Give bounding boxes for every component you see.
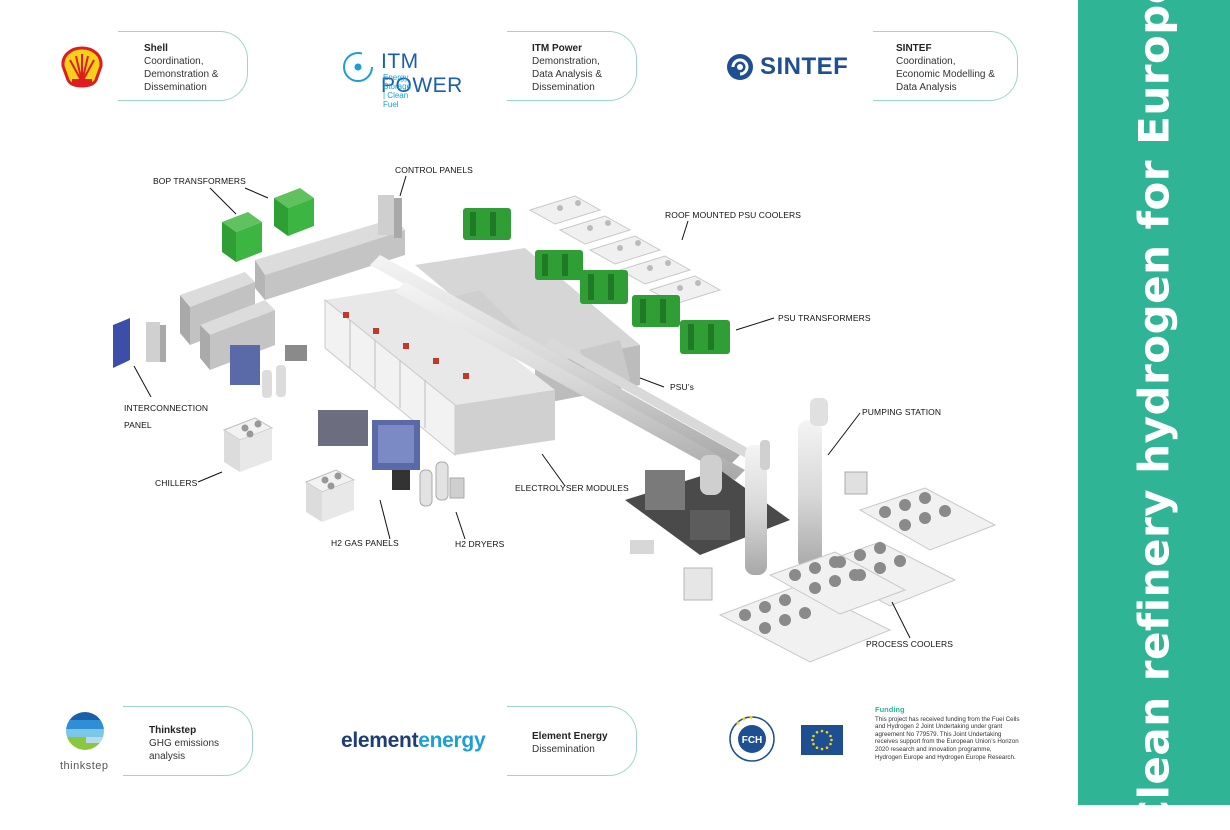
- sintef-role-2: Economic Modelling &: [896, 69, 995, 80]
- plant-diagram: [113, 175, 997, 663]
- h2-gas-panels: [318, 410, 420, 490]
- shell-name: Shell: [144, 43, 168, 54]
- label-process-coolers: PROCESS COOLERS: [866, 639, 953, 649]
- element-role-1: Dissemination: [532, 744, 595, 755]
- itm-logo-icon: [343, 52, 373, 82]
- pumping-station: [625, 398, 828, 601]
- label-chillers: CHILLERS: [155, 478, 198, 488]
- element-card-outline: [507, 706, 637, 776]
- label-h2-dryers: H2 DRYERS: [455, 539, 505, 549]
- fch-logo-text: FCH: [742, 735, 763, 746]
- shell-text: Shell Coordination, Demonstration & Diss…: [144, 42, 254, 94]
- interconnection-panel: [113, 318, 166, 368]
- funding-block: Funding This project has received fundin…: [875, 706, 1020, 761]
- funding-title: Funding: [875, 705, 905, 714]
- label-interconnection-line1: INTERCONNECTION: [124, 403, 209, 413]
- gas-skid-left: [230, 345, 307, 398]
- itm-role-1: Demonstration,: [532, 56, 600, 67]
- label-interconnection-line2: PANEL: [124, 420, 152, 430]
- thinkstep-logo-icon: [66, 712, 104, 750]
- element-text: Element Energy Dissemination: [532, 730, 642, 756]
- label-control-panels: CONTROL PANELS: [395, 165, 473, 175]
- process-coolers: [718, 471, 997, 663]
- itm-role-2: Data Analysis &: [532, 69, 603, 80]
- itm-logo-text: ITM POWER: [381, 50, 463, 97]
- sintef-role-1: Coordination,: [896, 56, 956, 67]
- element-name: Element Energy: [532, 731, 608, 742]
- fch-logo-icon: FCH: [729, 716, 775, 762]
- roof-coolers: [528, 195, 722, 305]
- sintef-logo-text: SINTEF: [760, 53, 849, 80]
- funding-text: This project has received funding from t…: [875, 715, 1020, 761]
- eu-flag-icon: [801, 725, 843, 755]
- chillers: [222, 417, 356, 522]
- itm-name: ITM Power: [532, 43, 583, 54]
- element-logo-part2: energy: [418, 729, 486, 752]
- label-roof-coolers: ROOF MOUNTED PSU COOLERS: [665, 210, 802, 220]
- bop-cabinets: [180, 195, 405, 370]
- label-h2-gas-panels: H2 GAS PANELS: [331, 538, 399, 548]
- leader-lines: [133, 175, 911, 639]
- label-psus: PSU’s: [670, 382, 694, 392]
- thinkstep-card-outline: [123, 706, 253, 776]
- h2-dryers: [419, 461, 465, 507]
- label-electrolyser: ELECTROLYSER MODULES: [515, 483, 629, 493]
- thinkstep-name: Thinkstep: [149, 725, 197, 736]
- sintef-name: SINTEF: [896, 43, 932, 54]
- shell-card-outline: [118, 31, 248, 101]
- element-logo-part1: element: [341, 729, 419, 752]
- element-energy-logo: elementenergy: [341, 729, 486, 753]
- label-psu-transformers: PSU TRANSFORMERS: [778, 313, 871, 323]
- sintef-role-3: Data Analysis: [896, 82, 957, 93]
- shell-role-2: Demonstration &: [144, 69, 219, 80]
- electrolyser-modules: [324, 285, 555, 457]
- itm-role-3: Dissemination: [532, 82, 595, 93]
- sintef-card-outline: [873, 31, 1018, 101]
- sintef-text: SINTEF Coordination, Economic Modelling …: [896, 42, 1016, 94]
- bop-transformers: [222, 188, 314, 262]
- sidebar-banner: Clean refinery hydrogen for Europe: [1078, 0, 1230, 830]
- thinkstep-logo-text: thinkstep: [60, 760, 109, 772]
- shell-role-3: Dissemination: [144, 82, 207, 93]
- itm-text: ITM Power Demonstration, Data Analysis &…: [532, 42, 642, 94]
- label-bop-transformers: BOP TRANSFORMERS: [153, 176, 246, 186]
- thinkstep-role-2: analysis: [149, 751, 186, 762]
- main-pipes: [370, 255, 760, 480]
- itm-logo-subtext: Energy Storage | Clean Fuel: [383, 73, 412, 109]
- thinkstep-text: Thinkstep GHG emissions analysis: [149, 724, 259, 763]
- psu-transformers: [463, 208, 730, 354]
- label-interconnection: INTERCONNECTION PANEL: [124, 400, 208, 434]
- sintef-logo-icon: [727, 54, 753, 80]
- label-pumping-station: PUMPING STATION: [862, 407, 942, 417]
- itm-card-outline: [507, 31, 637, 101]
- shell-logo-icon: [61, 46, 103, 88]
- shell-role-1: Coordination,: [144, 56, 204, 67]
- sidebar-title: Clean refinery hydrogen for Europe: [1129, 0, 1179, 830]
- thinkstep-role-1: GHG emissions: [149, 738, 220, 749]
